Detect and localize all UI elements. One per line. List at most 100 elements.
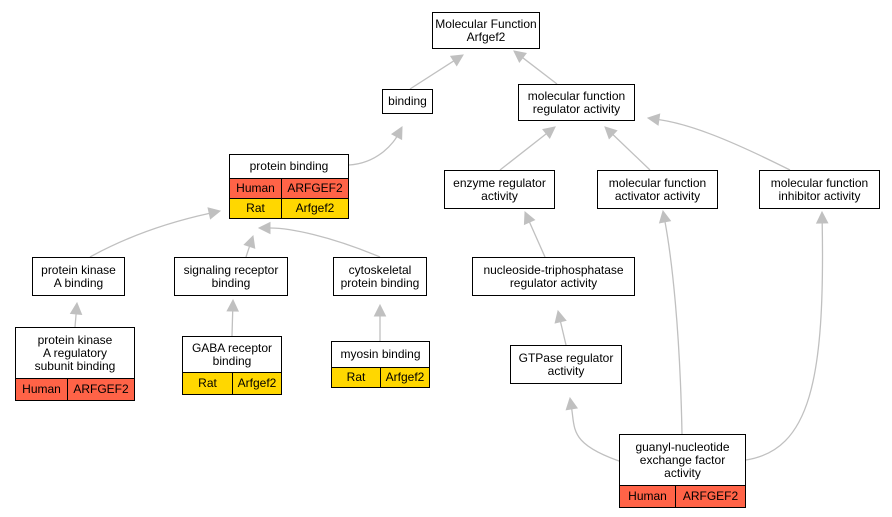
- edge-line: [745, 222, 824, 461]
- edge-cpb-to-pb: [257, 221, 381, 258]
- edge-arrowhead: [449, 54, 464, 67]
- edge-arrowhead: [554, 309, 567, 324]
- annotation-row-rat: Rat Arfgef2: [230, 198, 348, 218]
- edge-gnef-to-mfaa: [658, 209, 683, 435]
- edge-line: [89, 212, 210, 258]
- go-term-mfaa[interactable]: molecular function activator activity: [597, 170, 718, 209]
- term-label: nucleoside-triphosphatase regulator acti…: [483, 262, 624, 290]
- edge-arrowhead: [646, 113, 661, 126]
- term-label: GTPase regulator activity: [518, 350, 614, 378]
- go-term-binding[interactable]: binding: [382, 89, 433, 114]
- gene-cell: ARFGEF2: [281, 179, 348, 198]
- edge-arrowhead: [815, 210, 829, 224]
- species-cell: Human: [628, 489, 667, 503]
- edge-gabarb-to-srb: [226, 298, 239, 337]
- species-cell: Human: [236, 181, 275, 195]
- annotation-row-human: Human ARFGEF2: [16, 378, 134, 400]
- edge-line: [522, 57, 558, 85]
- annotation-row-rat: Rat Arfgef2: [332, 367, 429, 387]
- edge-arrowhead: [513, 50, 527, 64]
- go-term-srb[interactable]: signaling receptor binding: [174, 257, 288, 296]
- term-label: guanyl-nucleotide exchange factor activi…: [635, 439, 730, 480]
- gene-cell: Arfgef2: [281, 199, 348, 218]
- edge-gtpra-to-ntra: [554, 309, 567, 346]
- edge-arrowhead: [542, 126, 556, 140]
- annotation-row-human: Human ARFGEF2: [230, 178, 348, 198]
- edge-mfra-to-root: [513, 50, 558, 85]
- edge-line: [231, 310, 234, 337]
- term-label: Molecular Function Arfgef2: [435, 16, 537, 44]
- edge-arrowhead: [565, 396, 579, 411]
- edge-line: [664, 221, 683, 435]
- edge-line: [269, 227, 381, 258]
- edge-line: [528, 221, 546, 258]
- term-label: cytoskeletal protein binding: [340, 262, 420, 290]
- term-label: GABA receptor binding: [191, 340, 273, 368]
- term-label: signaling receptor binding: [183, 262, 279, 290]
- go-term-cpb[interactable]: cytoskeletal protein binding: [333, 257, 427, 296]
- edge-line: [499, 133, 547, 171]
- edge-line: [612, 134, 651, 171]
- edge-mfia-to-mfra: [646, 113, 791, 171]
- edge-line: [348, 136, 398, 166]
- edge-arrowhead: [373, 303, 387, 317]
- edge-arrowhead: [243, 234, 256, 249]
- edge-line: [245, 246, 251, 258]
- edge-era-to-mfra: [499, 126, 556, 171]
- edge-mfaa-to-mfra: [604, 126, 651, 171]
- species-cell: Rat: [246, 201, 265, 215]
- term-label: myosin binding: [340, 347, 421, 361]
- edge-pkarsb-to-pkab: [69, 301, 83, 328]
- go-term-pkab[interactable]: protein kinase A binding: [32, 257, 125, 296]
- edge-gnef-to-mfia: [745, 210, 829, 461]
- term-label: protein kinase A binding: [41, 262, 116, 290]
- edge-line: [559, 321, 567, 346]
- term-label: molecular function activator activity: [608, 175, 707, 203]
- annotation-row-rat: Rat Arfgef2: [183, 372, 281, 394]
- go-term-root[interactable]: Molecular Function Arfgef2: [432, 12, 540, 49]
- edge-line: [658, 118, 791, 171]
- term-label: enzyme regulator activity: [453, 175, 546, 203]
- go-term-era[interactable]: enzyme regulator activity: [444, 170, 555, 209]
- term-label: protein binding: [249, 159, 329, 173]
- go-term-mfia[interactable]: molecular function inhibitor activity: [759, 170, 880, 209]
- go-term-mfra[interactable]: molecular function regulator activity: [518, 84, 635, 121]
- gene-cell: ARFGEF2: [67, 379, 134, 400]
- edge-ntra-to-era: [523, 210, 546, 258]
- term-label: protein kinase A regulatory subunit bind…: [34, 332, 116, 373]
- gene-cell: ARFGEF2: [675, 486, 745, 507]
- term-label: molecular function regulator activity: [527, 88, 626, 116]
- edge-arrowhead: [207, 207, 222, 220]
- go-term-pkarsb[interactable]: protein kinase A regulatory subunit bind…: [15, 327, 135, 401]
- edge-line: [571, 408, 626, 464]
- edge-pkab-to-pb: [89, 207, 222, 258]
- edge-arrowhead: [658, 209, 672, 224]
- edge-line: [409, 60, 455, 90]
- go-term-gtpra[interactable]: GTPase regulator activity: [510, 345, 622, 384]
- annotation-row-human: Human ARFGEF2: [620, 485, 745, 507]
- edge-gnef-to-gtpra: [565, 396, 626, 464]
- term-label: molecular function inhibitor activity: [770, 175, 869, 203]
- edge-srb-to-pb: [243, 234, 256, 258]
- edge-arrowhead: [523, 210, 536, 226]
- go-term-ntra[interactable]: nucleoside-triphosphatase regulator acti…: [472, 257, 635, 296]
- edge-myob-to-cpb: [373, 303, 387, 341]
- gene-cell: Arfgef2: [232, 373, 281, 394]
- edge-arrowhead: [69, 301, 83, 315]
- term-label: binding: [388, 94, 427, 108]
- edge-arrowhead: [226, 298, 239, 312]
- go-term-gnef[interactable]: guanyl-nucleotide exchange factor activi…: [619, 434, 746, 508]
- edge-line: [74, 313, 77, 328]
- species-cell: Rat: [346, 370, 366, 384]
- species-cell: Human: [22, 382, 61, 396]
- edge-arrowhead: [604, 126, 618, 140]
- gene-cell: Arfgef2: [380, 368, 429, 387]
- edge-pb-to-binding: [348, 126, 403, 166]
- edge-arrowhead: [390, 126, 403, 141]
- edge-binding-to-root: [409, 54, 464, 90]
- species-cell: Rat: [198, 376, 217, 390]
